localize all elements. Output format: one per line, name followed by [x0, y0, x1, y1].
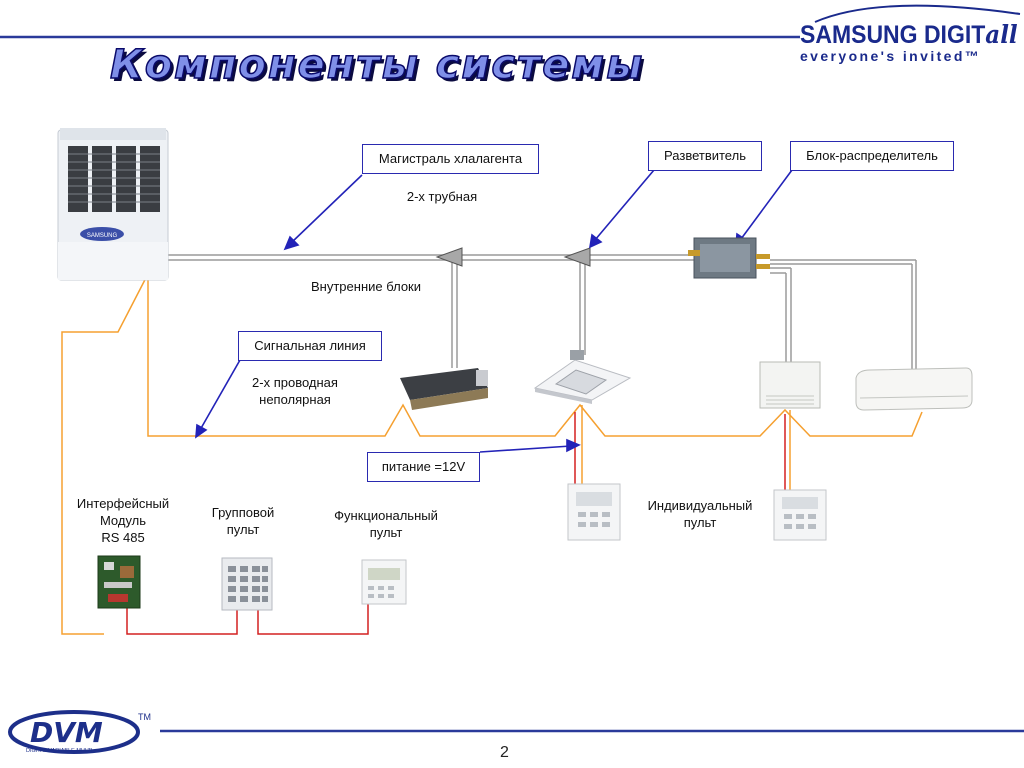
wall-unit-icon: [855, 367, 973, 411]
samsung-logo: SAMSUNG DIGITall everyone's invited™: [800, 20, 1024, 64]
function-controller-icon: [361, 559, 407, 605]
outdoor-unit-brand: SAMSUNG: [87, 233, 118, 239]
dvm-subtitle: DIGITAL VARIABLE MULTI: [26, 748, 93, 754]
two-wire-label: 2-х проводная неполярная: [252, 375, 338, 407]
group-controller-icon: [221, 557, 273, 611]
samsung-tagline: everyone's invited™: [800, 48, 982, 64]
interface-module-icon: [97, 555, 141, 609]
indoor-units-label: Внутренние блоки: [311, 279, 421, 294]
splitter-2-icon: [563, 247, 591, 267]
distribution-unit-icon: [688, 237, 770, 279]
power-callout: питание =12V: [367, 452, 480, 482]
slide-title: Компоненты системы: [109, 41, 645, 89]
page-number: 2: [500, 744, 509, 761]
dvm-logo: DVM TM DIGITAL VARIABLE MULTI: [8, 710, 151, 754]
individual-remote-2-icon: [773, 489, 827, 541]
interface-module-label: Интерфейсный Модуль RS 485: [76, 496, 170, 545]
signal-line: [61, 269, 923, 635]
refrigerant-main-callout: Магистраль хлалагента: [362, 144, 539, 174]
splitter-callout: Разветвитель: [648, 141, 762, 171]
control-wiring: [126, 412, 786, 635]
samsung-brand-text: SAMSUNG DIGIT: [800, 21, 986, 49]
signal-line-callout: Сигнальная линия: [238, 331, 382, 361]
refrigerant-pipes: [165, 254, 917, 372]
samsung-brand-suffix: all: [985, 20, 1018, 49]
dvm-tm: TM: [138, 712, 151, 722]
outdoor-unit: [57, 128, 169, 281]
cassette-unit-icon: [533, 350, 632, 404]
duct-unit-icon: [400, 368, 488, 410]
console-unit-icon: [759, 361, 821, 409]
callout-arrows: [195, 169, 793, 453]
dvm-logo-text: DVM: [30, 716, 103, 749]
distribution-unit-callout: Блок-распределитель: [790, 141, 954, 171]
group-controller-label: Групповой пульт: [211, 505, 275, 537]
individual-remote-1-icon: [567, 483, 621, 541]
two-pipe-label: 2-х трубная: [406, 189, 478, 204]
splitter-1-icon: [435, 247, 463, 267]
individual-controller-label: Индивидуальный пульт: [647, 498, 753, 530]
function-controller-label: Функциональный пульт: [334, 508, 438, 540]
